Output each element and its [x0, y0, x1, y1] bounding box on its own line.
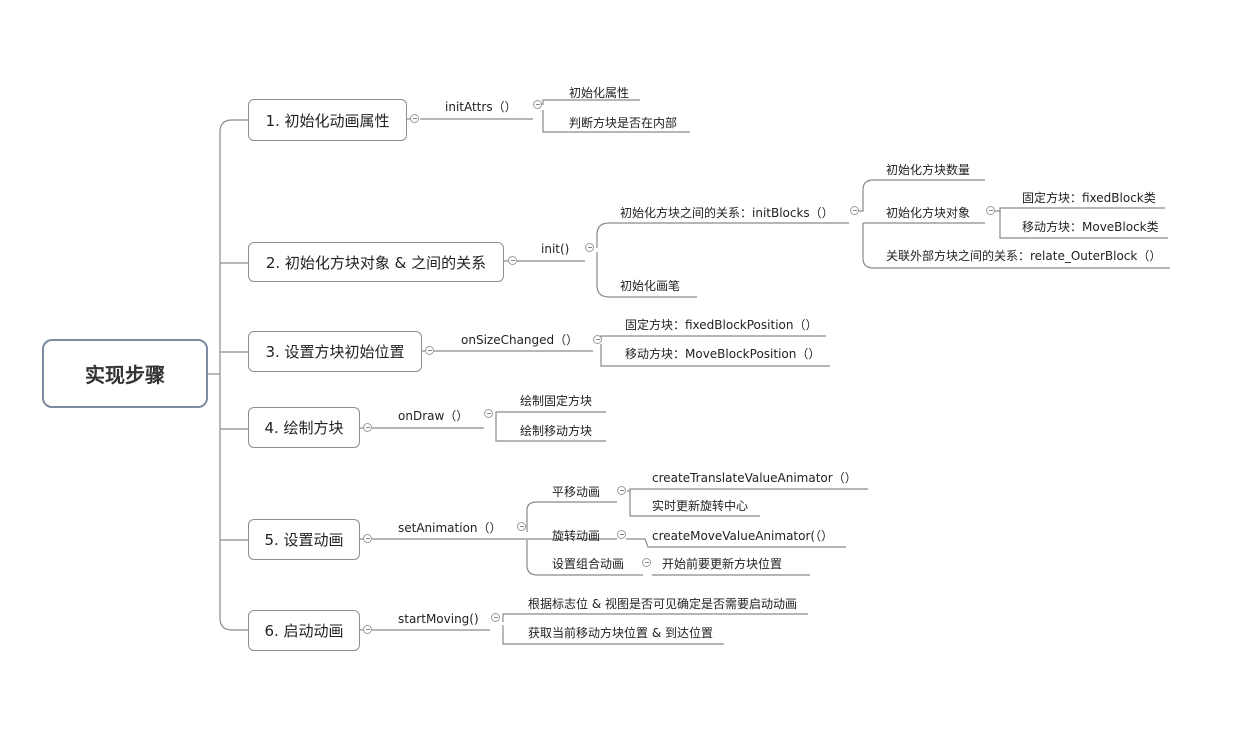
step-6-leaf[interactable]: 获取当前移动方块位置 & 到达位置 [528, 626, 713, 640]
step-1-leaf[interactable]: 初始化属性 [569, 86, 630, 100]
step-2-method[interactable]: init() [541, 242, 570, 256]
step-5-label: 5. 设置动画 [264, 531, 344, 549]
step-2-init-paint[interactable]: 初始化画笔 [620, 279, 681, 293]
root-label: 实现步骤 [85, 363, 165, 387]
collapse-toggle-icon[interactable] [585, 243, 594, 252]
step-2-node[interactable]: 2. 初始化方块对象 & 之间的关系 [248, 242, 504, 282]
collapse-toggle-icon[interactable] [850, 206, 859, 215]
step-6-node[interactable]: 6. 启动动画 [248, 610, 360, 651]
step-1-leaf[interactable]: 判断方块是否在内部 [569, 116, 678, 130]
collapse-toggle-icon[interactable] [642, 558, 651, 567]
step-6-label: 6. 启动动画 [264, 622, 344, 640]
collapse-toggle-icon[interactable] [617, 486, 626, 495]
collapse-toggle-icon[interactable] [508, 256, 517, 265]
step-4-leaf[interactable]: 绘制固定方块 [520, 394, 593, 408]
collapse-toggle-icon[interactable] [593, 335, 602, 344]
collapse-toggle-icon[interactable] [425, 346, 434, 355]
step-6-method[interactable]: startMoving() [398, 612, 479, 626]
collapse-toggle-icon[interactable] [363, 625, 372, 634]
collapse-toggle-icon[interactable] [517, 522, 526, 531]
step-1-node[interactable]: 1. 初始化动画属性 [248, 99, 407, 141]
step-5-method[interactable]: setAnimation（） [398, 521, 502, 535]
step-2-block-objects[interactable]: 初始化方块对象 [886, 206, 971, 220]
step-5-translate-sub[interactable]: 实时更新旋转中心 [652, 499, 749, 513]
step-3-method[interactable]: onSizeChanged（） [461, 333, 579, 347]
step-2-init-blocks[interactable]: 初始化方块之间的关系：initBlocks（） [620, 206, 834, 220]
step-2-label: 2. 初始化方块对象 & 之间的关系 [265, 253, 487, 272]
collapse-toggle-icon[interactable] [363, 423, 372, 432]
root-node[interactable]: 实现步骤 [42, 339, 208, 408]
collapse-toggle-icon[interactable] [484, 409, 493, 418]
step-5-rotate-fn[interactable]: createMoveValueAnimator(（） [652, 529, 834, 543]
step-4-method[interactable]: onDraw（） [398, 409, 469, 423]
collapse-toggle-icon[interactable] [363, 534, 372, 543]
step-3-leaf[interactable]: 移动方块：MoveBlockPosition（） [625, 347, 821, 361]
step-3-leaf[interactable]: 固定方块：fixedBlockPosition（） [625, 318, 818, 332]
step-2-fixed-block[interactable]: 固定方块：fixedBlock类 [1022, 191, 1156, 205]
step-1-label: 1. 初始化动画属性 [265, 111, 390, 130]
collapse-toggle-icon[interactable] [533, 100, 542, 109]
step-2-move-block[interactable]: 移动方块：MoveBlock类 [1022, 220, 1159, 234]
collapse-toggle-icon[interactable] [410, 114, 419, 123]
step-2-relate-outer[interactable]: 关联外部方块之间的关系：relate_OuterBlock（） [886, 249, 1162, 263]
collapse-toggle-icon[interactable] [617, 530, 626, 539]
step-5-translate-fn[interactable]: createTranslateValueAnimator（） [652, 471, 857, 485]
step-6-leaf[interactable]: 根据标志位 & 视图是否可见确定是否需要启动动画 [528, 597, 797, 611]
step-5-rotate[interactable]: 旋转动画 [552, 529, 601, 543]
collapse-toggle-icon[interactable] [986, 206, 995, 215]
step-5-translate[interactable]: 平移动画 [552, 485, 601, 499]
step-4-label: 4. 绘制方块 [264, 419, 344, 437]
step-2-block-count[interactable]: 初始化方块数量 [886, 163, 971, 177]
step-5-combo[interactable]: 设置组合动画 [552, 557, 625, 571]
step-1-method[interactable]: initAttrs（） [445, 100, 517, 114]
step-3-label: 3. 设置方块初始位置 [265, 343, 405, 361]
step-3-node[interactable]: 3. 设置方块初始位置 [248, 331, 422, 372]
step-5-combo-sub[interactable]: 开始前要更新方块位置 [662, 557, 783, 571]
step-4-node[interactable]: 4. 绘制方块 [248, 407, 360, 448]
step-5-node[interactable]: 5. 设置动画 [248, 519, 360, 560]
step-4-leaf[interactable]: 绘制移动方块 [520, 424, 593, 438]
collapse-toggle-icon[interactable] [491, 613, 500, 622]
